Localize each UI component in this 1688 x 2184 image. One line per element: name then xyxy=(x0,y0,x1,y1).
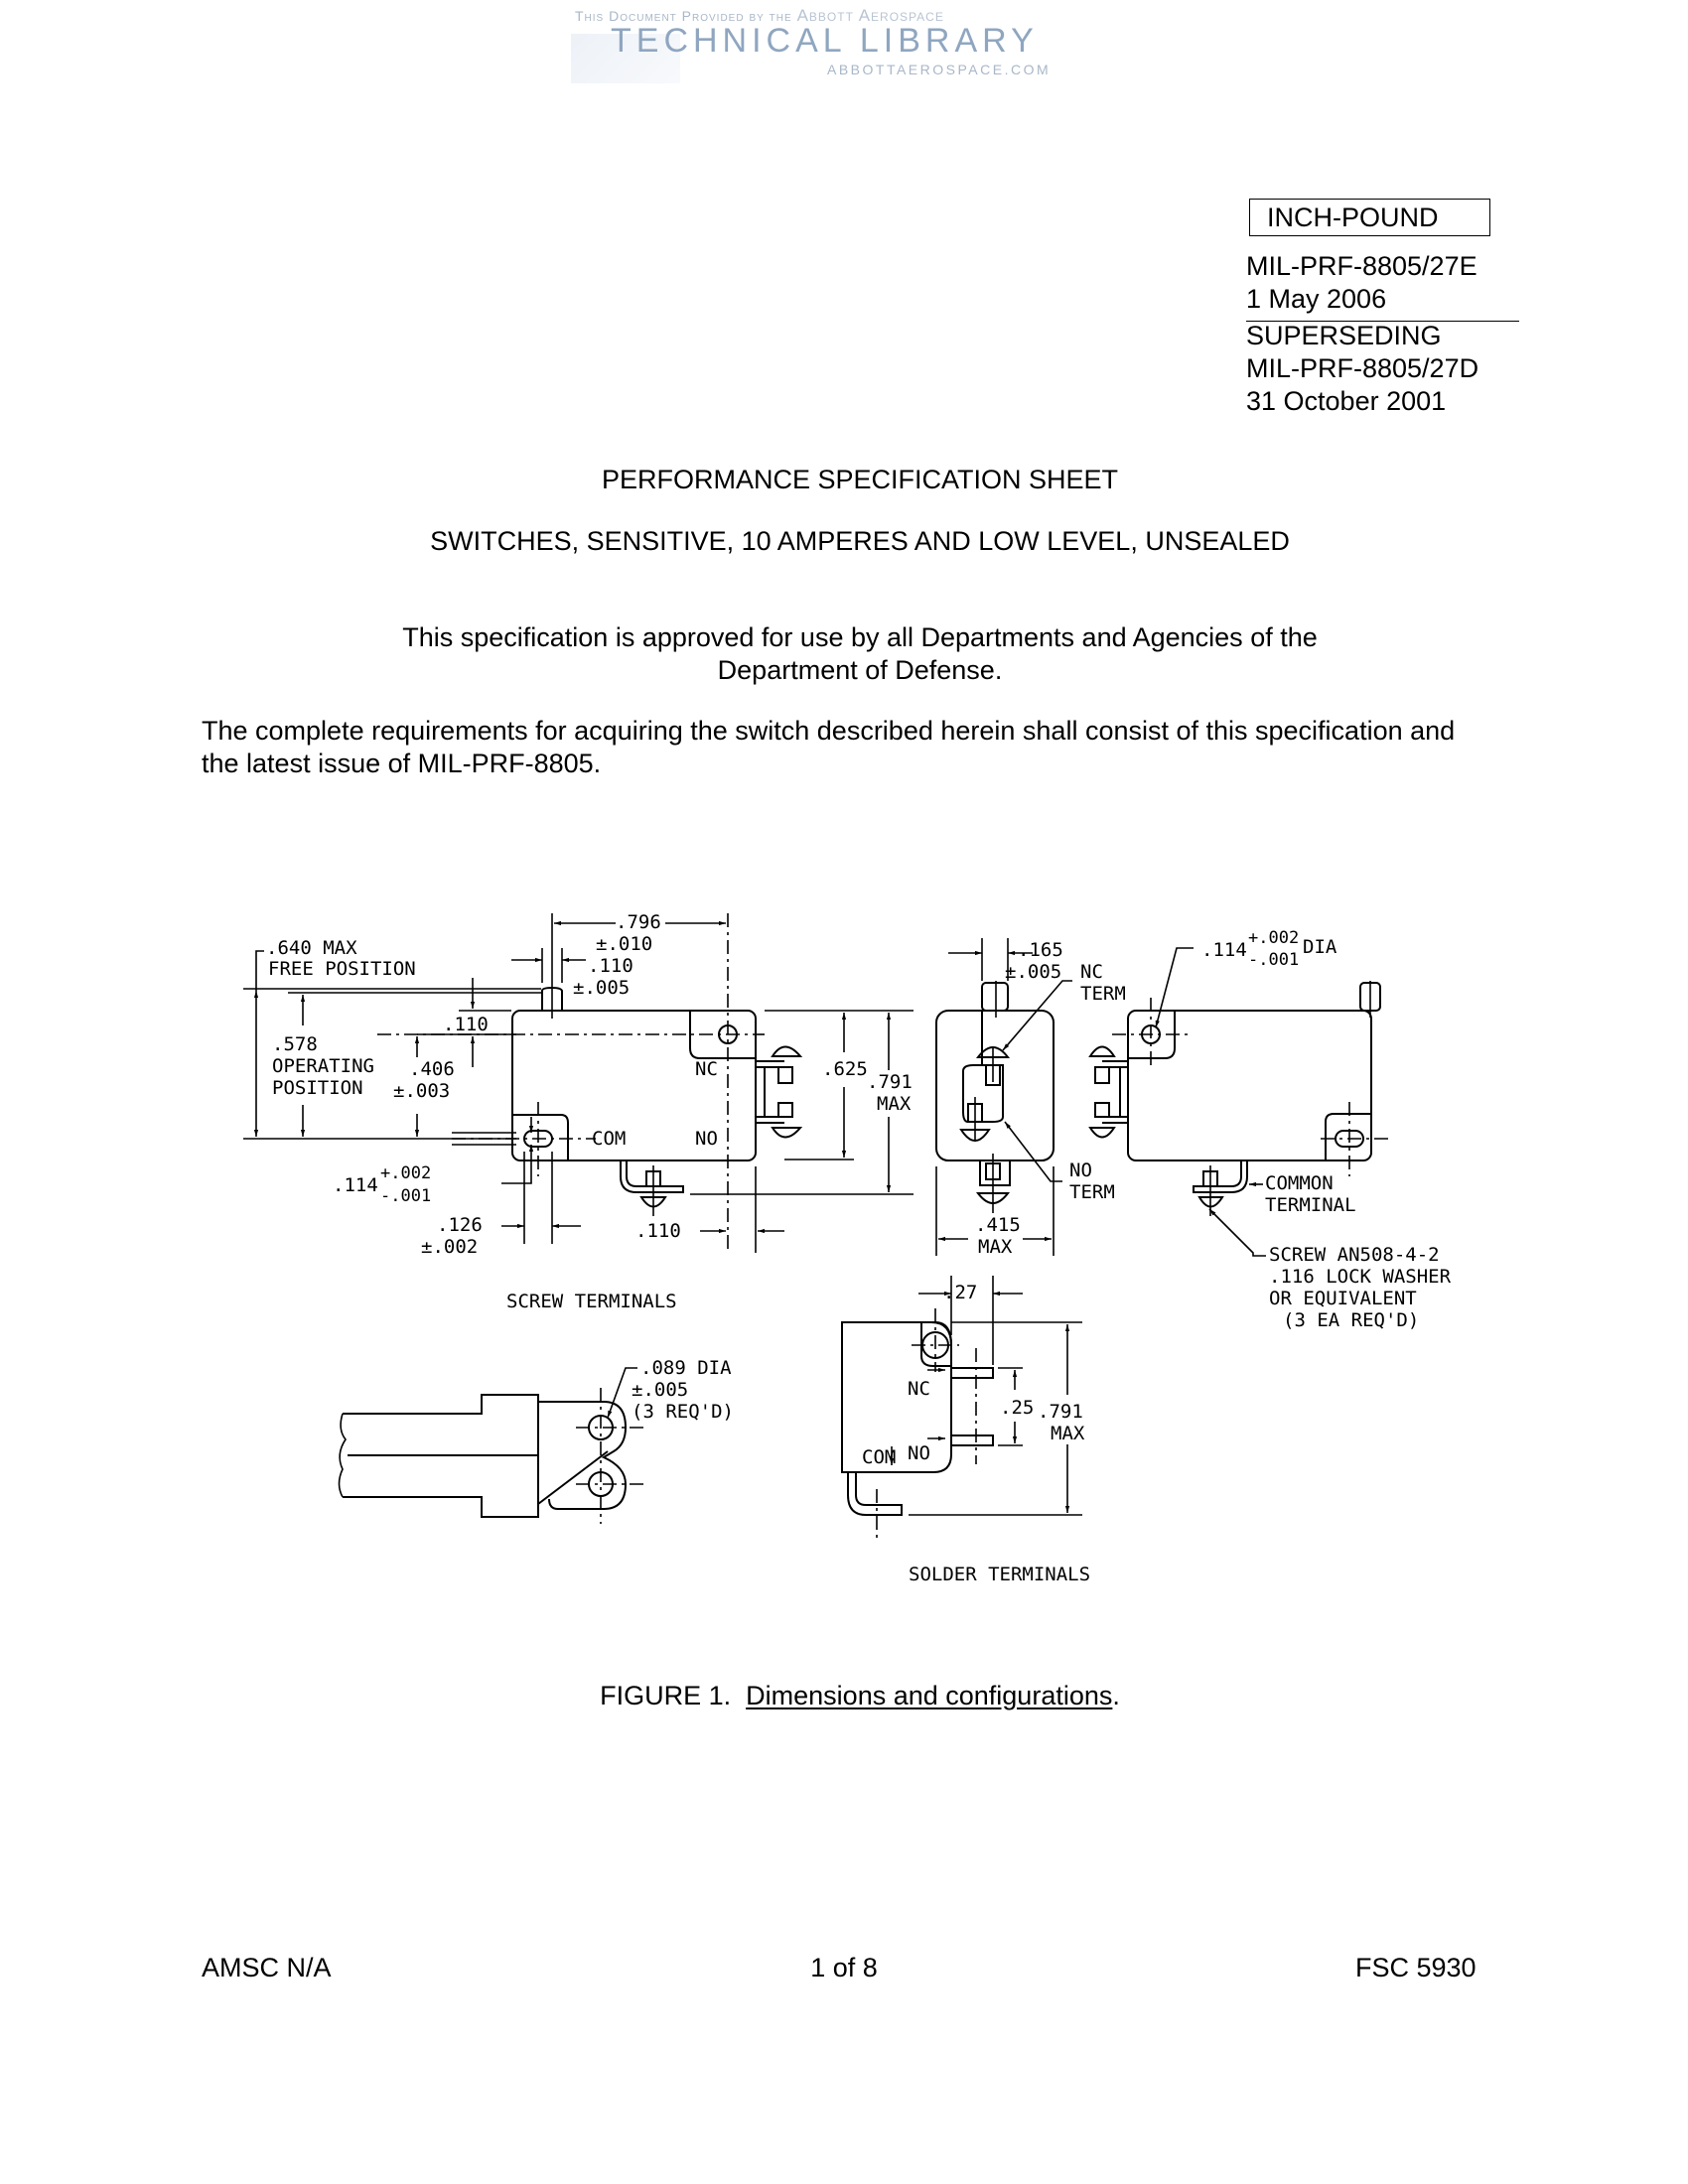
units-badge: INCH-POUND xyxy=(1249,199,1490,236)
label-tol-003: ±.003 xyxy=(393,1080,450,1102)
rear-view-body xyxy=(1127,1010,1372,1161)
label-114-slot: .114 xyxy=(333,1174,378,1196)
label-126: .126 xyxy=(437,1214,483,1236)
label-tol-plus-002-slot: +.002 xyxy=(380,1163,431,1183)
superseding-label: SUPERSEDING xyxy=(1246,321,1442,350)
label-tol-minus-001-slot: -.001 xyxy=(380,1186,431,1206)
label-max-solder: MAX xyxy=(1051,1423,1085,1444)
label-415: .415 xyxy=(975,1214,1021,1236)
label-165: .165 xyxy=(1018,939,1063,961)
label-free-position: FREE POSITION xyxy=(268,958,416,980)
mounting-tab-nc xyxy=(689,1011,756,1059)
label-terminal: TERMINAL xyxy=(1265,1194,1356,1216)
label-no: NO xyxy=(695,1128,718,1150)
label-406: .406 xyxy=(409,1058,455,1080)
requirements-line-1: The complete requirements for acquiring … xyxy=(202,716,1456,746)
figure-caption: FIGURE 1. Dimensions and configurations. xyxy=(0,1681,1688,1711)
screw-terminal-detail: .089 DIA ±.005 (3 REQ'D) xyxy=(338,1357,734,1524)
approval-line-2: Department of Defense. xyxy=(717,655,1003,685)
label-625: .625 xyxy=(822,1058,868,1080)
abbott-watermark: This Document Provided by the Abbott Aer… xyxy=(571,4,1087,83)
watermark-brand: Abbott Aerospace xyxy=(796,6,944,25)
label-089-dia: .089 DIA xyxy=(640,1357,732,1379)
label-common: COMMON xyxy=(1265,1172,1334,1194)
page-title: PERFORMANCE SPECIFICATION SHEET xyxy=(601,465,1119,494)
doc-date: 1 May 2006 xyxy=(1246,284,1387,314)
label-no-term-1: NO xyxy=(1069,1160,1092,1181)
footer-amsc: AMSC N/A xyxy=(202,1953,332,1982)
label-tol-plus-002-dia: +.002 xyxy=(1248,928,1299,948)
watermark-url: ABBOTTAEROSPACE.COM xyxy=(827,62,1052,77)
rear-view: .114 +.002 -.001 DIA COMMON TERMINAL SCR… xyxy=(1088,928,1452,1331)
footer-page-number: 1 of 8 xyxy=(810,1953,878,1982)
label-com: COM xyxy=(592,1128,626,1150)
label-796: .796 xyxy=(616,911,661,933)
label-dia: DIA xyxy=(1303,936,1337,958)
mounting-tab-com xyxy=(512,1114,569,1160)
caption-suffix: . xyxy=(1112,1681,1120,1710)
requirements-line-2: the latest issue of MIL-PRF-8805. xyxy=(202,749,602,778)
label-screw-terminals: SCREW TERMINALS xyxy=(506,1291,677,1312)
side-view-screw-terminals: .640 MAX FREE POSITION .578 OPERATING PO… xyxy=(243,911,914,1258)
label-no-term-2: TERM xyxy=(1069,1181,1115,1203)
label-tol-010: ±.010 xyxy=(596,933,652,955)
watermark-page-graphic xyxy=(571,34,680,83)
caption-prefix: FIGURE 1. xyxy=(600,1681,732,1710)
label-tol-minus-001-dia: -.001 xyxy=(1248,950,1299,970)
doc-number: MIL-PRF-8805/27E xyxy=(1246,251,1477,281)
label-578: .578 xyxy=(272,1033,318,1055)
approval-line-1: This specification is approved for use b… xyxy=(402,622,1318,652)
label-tol-005-plunger: ±.005 xyxy=(573,977,630,999)
label-or-equivalent: OR EQUIVALENT xyxy=(1269,1288,1417,1309)
switch-body xyxy=(511,1010,757,1161)
label-3-reqd: (3 REQ'D) xyxy=(632,1401,734,1423)
label-25: .25 xyxy=(1000,1397,1034,1419)
watermark-technical-library: TECHNICAL LIBRARY xyxy=(611,22,1039,60)
label-max-side: MAX xyxy=(877,1093,912,1115)
label-nc-term-1: NC xyxy=(1080,961,1103,983)
page-subtitle: SWITCHES, SENSITIVE, 10 AMPERES AND LOW … xyxy=(430,526,1290,556)
header-divider xyxy=(1246,321,1519,322)
label-tol-005-end: ±.005 xyxy=(1005,961,1061,983)
label-nc-solder: NC xyxy=(908,1378,930,1400)
label-110-bottom: .110 xyxy=(635,1220,681,1242)
label-nc-term-2: TERM xyxy=(1080,983,1126,1005)
footer-fsc: FSC 5930 xyxy=(1355,1953,1477,1982)
label-tol-005-detail: ±.005 xyxy=(632,1379,688,1401)
label-114-dia: .114 xyxy=(1201,939,1247,961)
solder-terminals-view: .27 .25 .791 MAX NC NO COM xyxy=(841,1276,1085,1539)
label-110-vertical: .110 xyxy=(443,1014,489,1035)
label-screw-an508: SCREW AN508-4-2 xyxy=(1269,1244,1440,1266)
label-operating: OPERATING xyxy=(272,1055,374,1077)
label-tol-002: ±.002 xyxy=(421,1236,478,1258)
label-110-plunger: .110 xyxy=(588,955,633,977)
label-640-max: .640 MAX xyxy=(266,937,357,959)
label-nc: NC xyxy=(695,1058,718,1080)
label-com-solder: COM xyxy=(862,1446,896,1468)
label-791-solder: .791 xyxy=(1038,1401,1083,1423)
label-27: .27 xyxy=(943,1282,977,1303)
label-position: POSITION xyxy=(272,1077,363,1099)
label-lock-washer: .116 LOCK WASHER xyxy=(1269,1266,1452,1288)
watermark-provided-by: This Document Provided by the xyxy=(575,8,792,24)
end-view: .165 ±.005 NC TERM NO TERM .415 MAX xyxy=(935,938,1126,1258)
caption-title: Dimensions and configurations xyxy=(746,1681,1113,1710)
superseded-number: MIL-PRF-8805/27D xyxy=(1246,353,1479,383)
label-no-solder: NO xyxy=(908,1442,930,1464)
label-3-ea-reqd: (3 EA REQ'D) xyxy=(1283,1309,1419,1331)
label-791-side: .791 xyxy=(867,1071,913,1093)
superseded-date: 31 October 2001 xyxy=(1246,386,1447,416)
label-solder-terminals: SOLDER TERMINALS xyxy=(909,1564,1090,1585)
label-max-end: MAX xyxy=(978,1236,1013,1258)
